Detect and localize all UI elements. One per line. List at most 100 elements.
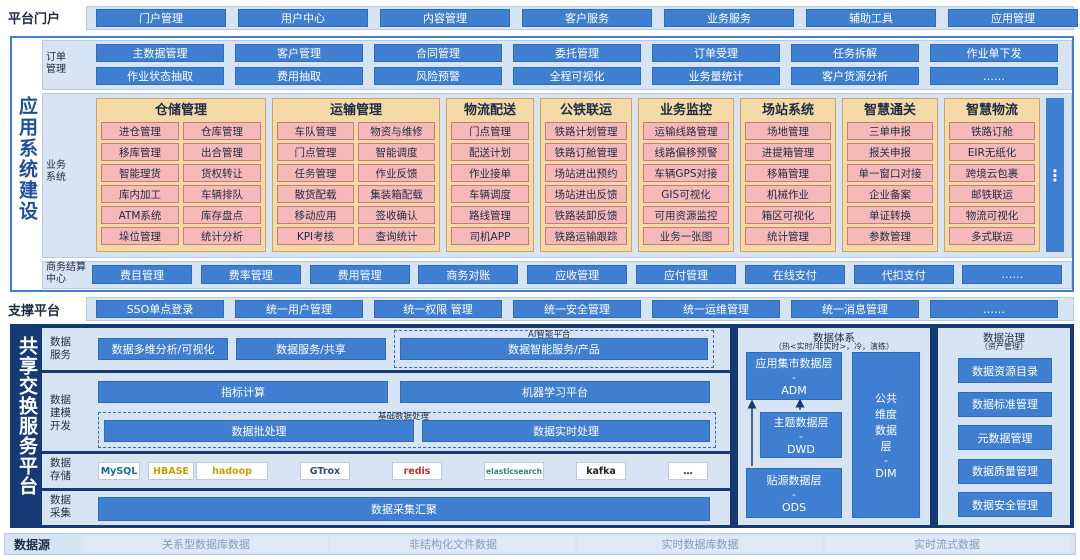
dwd-layer[interactable]: 主题数据层 - DWD	[760, 412, 842, 458]
order-item-3[interactable]: 委托管理	[513, 44, 641, 62]
system-0-item-4[interactable]: 智能理货	[101, 164, 179, 182]
system-1-item-7[interactable]: 集装箱配载	[358, 185, 435, 203]
system-0-item-5[interactable]: 货权转让	[183, 164, 261, 182]
order-item-5[interactable]: 任务拆解	[791, 44, 919, 62]
system-0-item-6[interactable]: 库内加工	[101, 185, 179, 203]
more-systems-card[interactable]: ⋮	[1046, 98, 1064, 252]
system-2-item-3[interactable]: 车辆调度	[451, 185, 529, 203]
system-3-item-5[interactable]: 铁路运输跟踪	[545, 227, 627, 245]
settlement-item-7[interactable]: 代扣支付	[853, 265, 954, 284]
system-1-item-11[interactable]: 查询统计	[358, 227, 435, 245]
support-item-5[interactable]: 统一消息管理	[791, 300, 919, 318]
system-2-item-4[interactable]: 路线管理	[451, 206, 529, 224]
support-item-2[interactable]: 统一权限 管理	[374, 300, 502, 318]
settlement-item-6[interactable]: 在线支付	[744, 265, 845, 284]
system-3-item-2[interactable]: 场站进出预约	[545, 164, 627, 182]
system-5-item-0[interactable]: 场地管理	[745, 122, 831, 140]
settlement-item-8[interactable]: ……	[962, 265, 1063, 284]
governance-item-3[interactable]: 数据质量管理	[958, 458, 1052, 484]
system-2-item-5[interactable]: 司机APP	[451, 227, 529, 245]
system-card-3[interactable]: 公铁联运铁路计划管理铁路订舱管理场站进出预约场站进出反馈铁路装卸反馈铁路运输跟踪	[540, 98, 632, 252]
system-4-item-5[interactable]: 业务一张图	[643, 227, 729, 245]
portal-item-4[interactable]: 业务服务	[664, 9, 794, 27]
collect-item[interactable]: 数据采集汇聚	[98, 497, 710, 521]
order-stat-item-0[interactable]: 作业状态抽取	[96, 67, 224, 85]
system-4-item-2[interactable]: 车辆GPS对接	[643, 164, 729, 182]
system-3-item-3[interactable]: 场站进出反馈	[545, 185, 627, 203]
portal-item-5[interactable]: 辅助工具	[806, 9, 936, 27]
support-item-6[interactable]: ……	[930, 300, 1058, 318]
system-5-item-1[interactable]: 进提箱管理	[745, 143, 831, 161]
order-stat-item-1[interactable]: 费用抽取	[235, 67, 363, 85]
settlement-item-0[interactable]: 费目管理	[92, 265, 192, 284]
support-item-3[interactable]: 统一安全管理	[513, 300, 641, 318]
ods-layer[interactable]: 贴源数据层 - ODS	[746, 468, 842, 518]
system-7-item-3[interactable]: 邮铁联运	[949, 185, 1035, 203]
system-1-item-9[interactable]: 签收确认	[358, 206, 435, 224]
system-4-item-4[interactable]: 可用资源监控	[643, 206, 729, 224]
system-6-item-3[interactable]: 企业备案	[847, 185, 933, 203]
dim-layer[interactable]: 公共 维度 数据 层 - DIM	[852, 352, 920, 518]
system-7-item-2[interactable]: 跨境云包裹	[949, 164, 1035, 182]
modeling-item-0[interactable]: 指标计算	[98, 381, 388, 403]
ai-platform-item[interactable]: 数据智能服务/产品	[400, 338, 708, 360]
system-7-item-1[interactable]: EIR无纸化	[949, 143, 1035, 161]
system-0-item-7[interactable]: 车辆排队	[183, 185, 261, 203]
order-item-1[interactable]: 客户管理	[235, 44, 363, 62]
base-item-0[interactable]: 数据批处理	[104, 420, 414, 442]
system-1-item-5[interactable]: 作业反馈	[358, 164, 435, 182]
portal-item-1[interactable]: 用户中心	[238, 9, 368, 27]
system-3-item-4[interactable]: 铁路装卸反馈	[545, 206, 627, 224]
portal-item-0[interactable]: 门户管理	[96, 9, 226, 27]
system-0-item-0[interactable]: 进仓管理	[101, 122, 179, 140]
system-1-item-2[interactable]: 门点管理	[277, 143, 354, 161]
order-stat-item-2[interactable]: 风险预警	[374, 67, 502, 85]
system-5-item-3[interactable]: 机械作业	[745, 185, 831, 203]
system-6-item-5[interactable]: 参数管理	[847, 227, 933, 245]
order-stat-item-3[interactable]: 全程可视化	[513, 67, 641, 85]
system-5-item-5[interactable]: 统计管理	[745, 227, 831, 245]
system-0-item-1[interactable]: 仓库管理	[183, 122, 261, 140]
adm-layer[interactable]: 应用集市数据层 - ADM	[746, 352, 842, 400]
support-item-0[interactable]: SSO单点登录	[96, 300, 224, 318]
order-stat-item-5[interactable]: 客户货源分析	[791, 67, 919, 85]
system-1-item-10[interactable]: KPI考核	[277, 227, 354, 245]
base-item-1[interactable]: 数据实时处理	[422, 420, 710, 442]
system-7-item-5[interactable]: 多式联运	[949, 227, 1035, 245]
system-3-item-1[interactable]: 铁路订舱管理	[545, 143, 627, 161]
system-2-item-1[interactable]: 配送计划	[451, 143, 529, 161]
order-item-6[interactable]: 作业单下发	[930, 44, 1058, 62]
order-item-0[interactable]: 主数据管理	[96, 44, 224, 62]
system-1-item-1[interactable]: 物资与维修	[358, 122, 435, 140]
order-item-4[interactable]: 订单受理	[652, 44, 780, 62]
settlement-item-2[interactable]: 费用管理	[309, 265, 410, 284]
system-4-item-3[interactable]: GIS可视化	[643, 185, 729, 203]
system-card-2[interactable]: 物流配送门点管理配送计划作业接单车辆调度路线管理司机APP	[446, 98, 534, 252]
order-item-2[interactable]: 合同管理	[374, 44, 502, 62]
portal-item-6[interactable]: 应用管理	[948, 9, 1078, 27]
system-6-item-1[interactable]: 报关申报	[847, 143, 933, 161]
system-3-item-0[interactable]: 铁路计划管理	[545, 122, 627, 140]
governance-item-1[interactable]: 数据标准管理	[958, 391, 1052, 417]
system-1-item-0[interactable]: 车队管理	[277, 122, 354, 140]
system-1-item-3[interactable]: 智能调度	[358, 143, 435, 161]
support-item-1[interactable]: 统一用户管理	[235, 300, 363, 318]
settlement-item-3[interactable]: 商务对账	[418, 265, 519, 284]
system-0-item-2[interactable]: 移库管理	[101, 143, 179, 161]
system-0-item-9[interactable]: 库存盘点	[183, 206, 261, 224]
system-4-item-1[interactable]: 线路偏移预警	[643, 143, 729, 161]
service-item-1[interactable]: 数据服务/共享	[236, 338, 386, 360]
system-7-item-4[interactable]: 物流可视化	[949, 206, 1035, 224]
system-0-item-10[interactable]: 垛位管理	[101, 227, 179, 245]
system-card-5[interactable]: 场站系统场地管理进提箱管理移箱管理机械作业箱区可视化统计管理	[740, 98, 836, 252]
system-0-item-8[interactable]: ATM系统	[101, 206, 179, 224]
system-6-item-0[interactable]: 三单申报	[847, 122, 933, 140]
governance-item-2[interactable]: 元数据管理	[958, 425, 1052, 450]
governance-item-4[interactable]: 数据安全管理	[958, 492, 1052, 517]
system-0-item-3[interactable]: 出合管理	[183, 143, 261, 161]
system-card-1[interactable]: 运输管理车队管理物资与维修门点管理智能调度任务管理作业反馈散货配载集装箱配载移动…	[272, 98, 440, 252]
system-1-item-4[interactable]: 任务管理	[277, 164, 354, 182]
